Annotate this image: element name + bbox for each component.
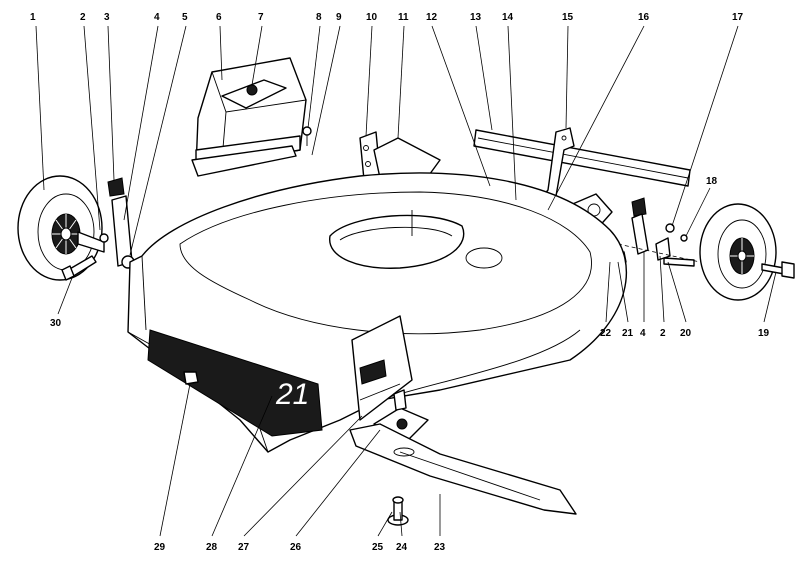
callout-label: 7 [258,12,264,23]
chute-screw [302,126,312,146]
left-height-adjuster [99,177,135,269]
right-wheel [699,203,777,301]
callout-label: 23 [434,542,446,553]
callout-labels: 1 2 3 4 5 6 7 8 9 10 11 12 13 14 15 16 1… [30,12,770,553]
callout-label: 4 [640,328,646,339]
rear-flap [473,129,691,187]
callout-label: 21 [622,328,634,339]
callout-label: 18 [706,176,718,187]
callout-label: 1 [30,12,36,23]
callout-label: 11 [398,12,409,23]
callout-label: 30 [50,318,62,329]
callout-label: 9 [336,12,342,23]
decal-number: 21 [275,378,309,411]
callout-label: 2 [660,328,666,339]
left-wheel [17,175,105,281]
callout-label: 2 [80,12,86,23]
callout-label: 25 [372,542,384,553]
side-engine-mount [351,315,413,421]
callout-label: 4 [154,12,160,23]
blade-bolt [387,496,409,526]
callout-label: 29 [154,542,166,553]
callout-label: 16 [638,12,650,23]
rear-handle-brackets [359,131,441,183]
callout-label: 24 [396,542,408,553]
callout-label: 3 [104,12,110,23]
callout-label: 17 [732,12,744,23]
callout-label: 27 [238,542,250,553]
callout-label: 13 [470,12,482,23]
leader-lines [35,25,777,537]
callout-label: 22 [600,328,612,339]
callout-label: 6 [216,12,222,23]
callout-label: 12 [426,12,438,23]
callout-label: 20 [680,328,692,339]
mower-deck-housing [127,172,628,453]
mower-blade [349,423,577,515]
callout-label: 8 [316,12,322,23]
model-decal: 21 [147,329,323,437]
callout-label: 10 [366,12,378,23]
deck-nut [183,371,199,385]
right-axle-bolt [761,261,795,279]
callout-label: 14 [502,12,514,23]
left-axle-bolt [61,255,97,281]
callout-label: 28 [206,542,218,553]
callout-label: 19 [758,328,770,339]
callout-label: 15 [562,12,574,23]
discharge-chute-deflector [191,57,307,177]
callout-label: 5 [182,12,188,23]
callout-label: 26 [290,542,302,553]
